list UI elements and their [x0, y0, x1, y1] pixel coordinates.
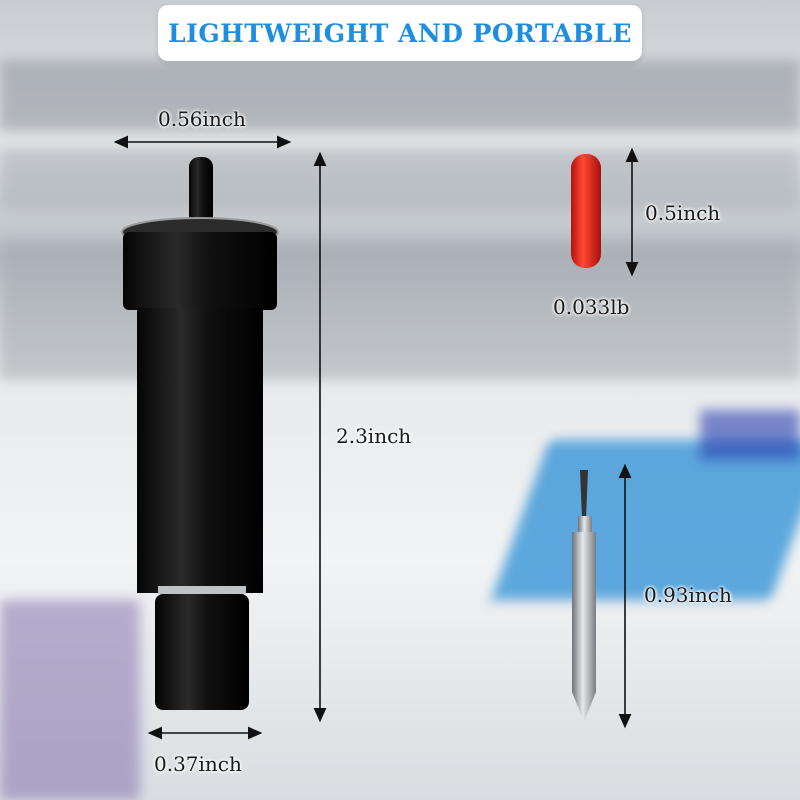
background-rail	[0, 60, 800, 130]
title-banner: LIGHTWEIGHT AND PORTABLE	[158, 5, 642, 61]
housing-pin	[189, 157, 213, 232]
cap-height-label: 0.5inch	[645, 201, 721, 225]
housing-height-label: 2.3inch	[336, 424, 412, 448]
blade-length-label: 0.93inch	[644, 583, 732, 607]
cutting-blade	[572, 470, 596, 722]
housing-base-width-label: 0.37inch	[154, 752, 242, 776]
title-text: LIGHTWEIGHT AND PORTABLE	[168, 18, 632, 48]
background-shape	[700, 410, 800, 460]
blade-housing	[121, 157, 279, 710]
background-shape	[0, 600, 140, 800]
housing-collar	[123, 232, 277, 310]
background-rail	[0, 150, 800, 210]
housing-base	[155, 594, 249, 710]
protective-cap	[571, 154, 601, 268]
cap-weight-label: 0.033lb	[553, 295, 630, 319]
housing-ring	[158, 586, 246, 594]
housing-width-label: 0.56inch	[158, 107, 246, 131]
housing-body	[137, 308, 263, 593]
